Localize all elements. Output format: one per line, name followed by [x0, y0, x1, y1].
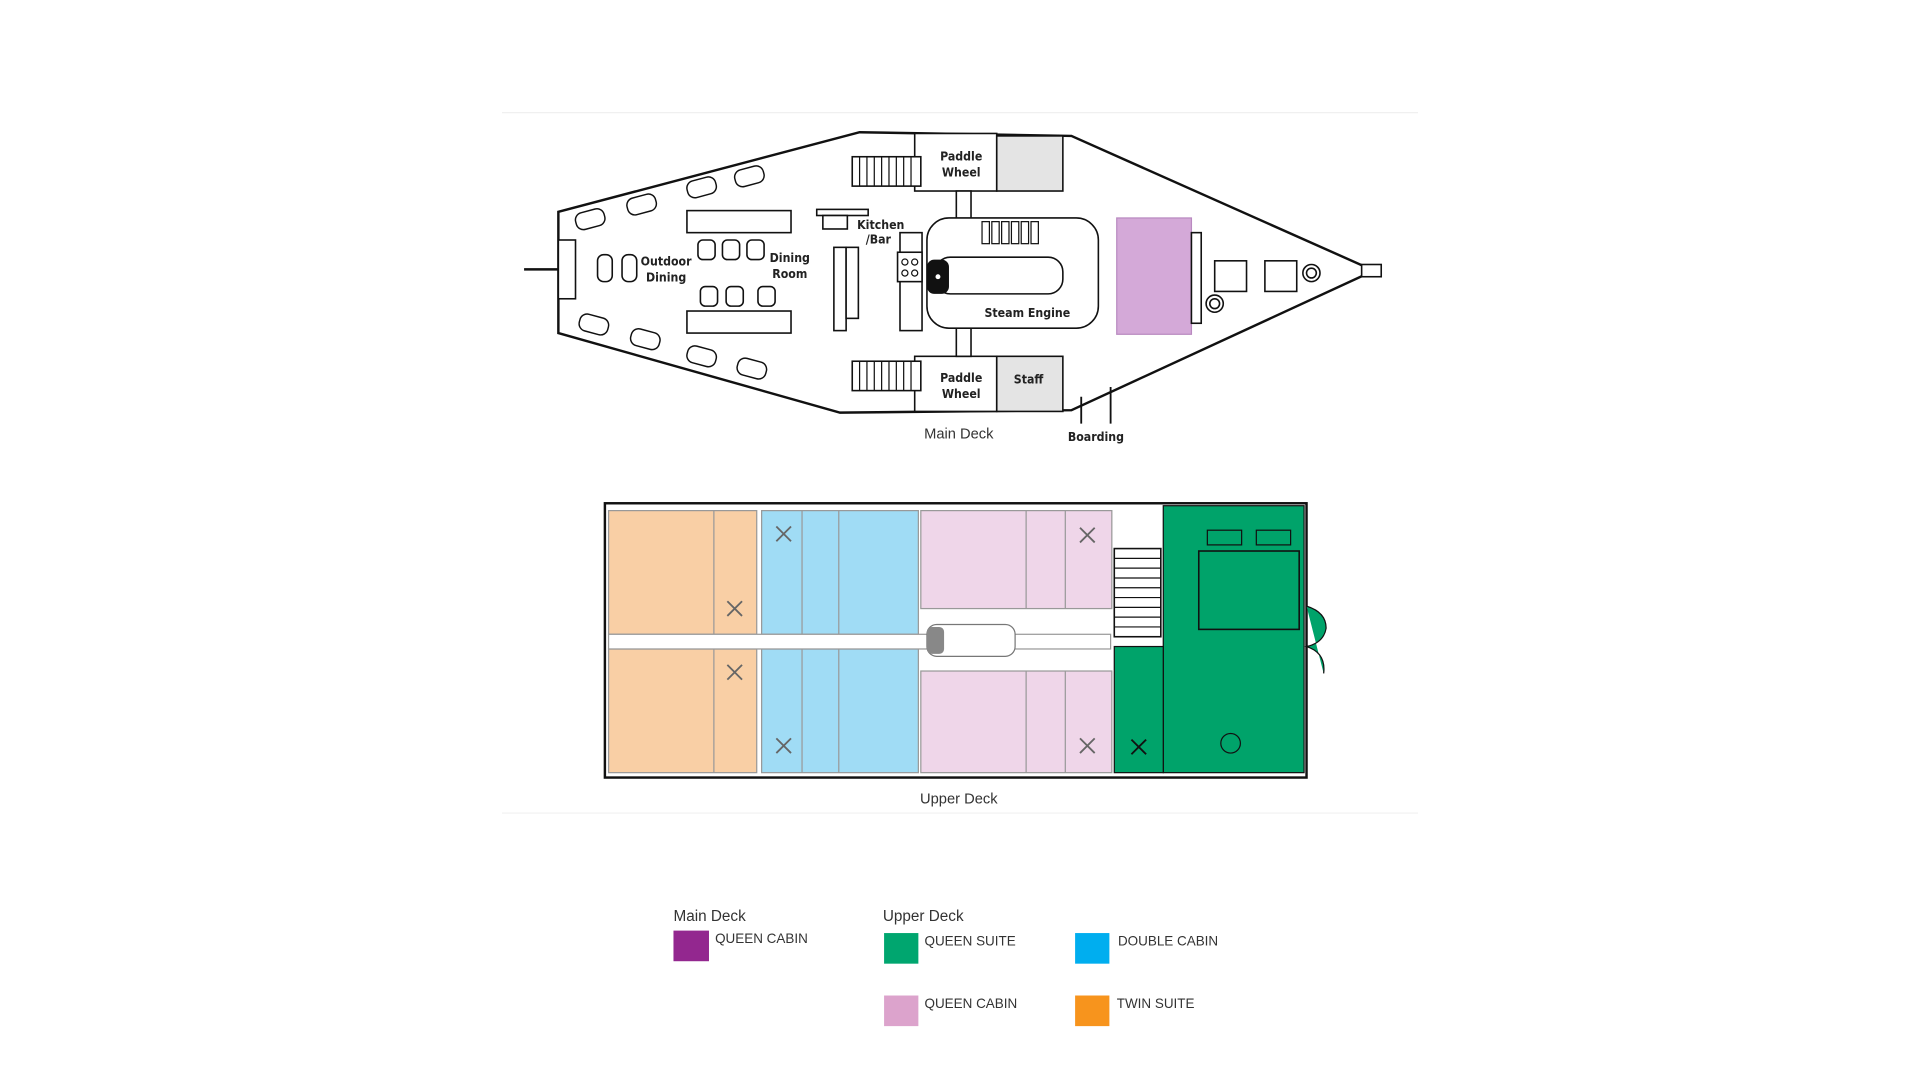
queen-cabin-1[interactable] [920, 510, 1113, 610]
twin-suite-2[interactable] [607, 648, 758, 774]
legend-label-main-queen-cabin: QUEEN CABIN [715, 931, 808, 946]
queen-cabin-2[interactable] [920, 670, 1113, 774]
legend-main-deck-heading: Main Deck [673, 908, 746, 925]
steam-engine-label: Steam Engine [984, 306, 1070, 320]
main-deck-queen-cabin[interactable] [1116, 217, 1193, 335]
dining-chairs [596, 239, 776, 307]
restroom-top [995, 135, 1064, 192]
kitchen-bar-label: Kitchen/Bar [857, 218, 904, 247]
staff-label: Staff [1014, 372, 1045, 386]
legend-label-double-cabin: DOUBLE CABIN [1118, 933, 1218, 948]
legend-swatch-twin-suite [1075, 995, 1110, 1027]
staff-room [995, 355, 1064, 413]
legend-swatch-double-cabin [1075, 933, 1110, 964]
twin-suite-1[interactable] [607, 510, 758, 635]
upper-deck-plan: Upper Deck [603, 502, 1327, 807]
deck-chairs-icon [574, 165, 768, 380]
paddle-wheel-top [913, 132, 998, 192]
stairs-icon [1113, 547, 1162, 638]
shower-icons [726, 525, 1147, 755]
legend-label-upper-queen-cabin: QUEEN CABIN [924, 996, 1017, 1011]
legend-upper-deck-heading: Upper Deck [883, 908, 964, 925]
legend-swatch-queen-suite [884, 933, 919, 964]
double-cabin-2[interactable] [761, 648, 919, 774]
main-deck-title: Main Deck [924, 426, 994, 442]
legend: Main Deck Upper Deck QUEEN CABIN QUEEN S… [673, 908, 1218, 1027]
legend-label-queen-suite: QUEEN SUITE [924, 933, 1015, 948]
legend-label-twin-suite: TWIN SUITE [1117, 996, 1195, 1011]
main-deck-hull [557, 131, 1377, 414]
double-cabin-1[interactable] [761, 510, 919, 635]
upper-deck-title: Upper Deck [920, 791, 998, 807]
boarding-label: Boarding [1068, 430, 1124, 444]
stairs-bottom-icon [851, 360, 922, 392]
boiler [934, 256, 1064, 295]
stairs-top-icon [851, 155, 922, 187]
legend-swatch-main-queen-cabin [673, 930, 709, 962]
queen-suite[interactable] [1162, 505, 1305, 774]
paddle-wheel-bottom [913, 355, 998, 413]
legend-swatch-upper-queen-cabin [884, 995, 919, 1027]
